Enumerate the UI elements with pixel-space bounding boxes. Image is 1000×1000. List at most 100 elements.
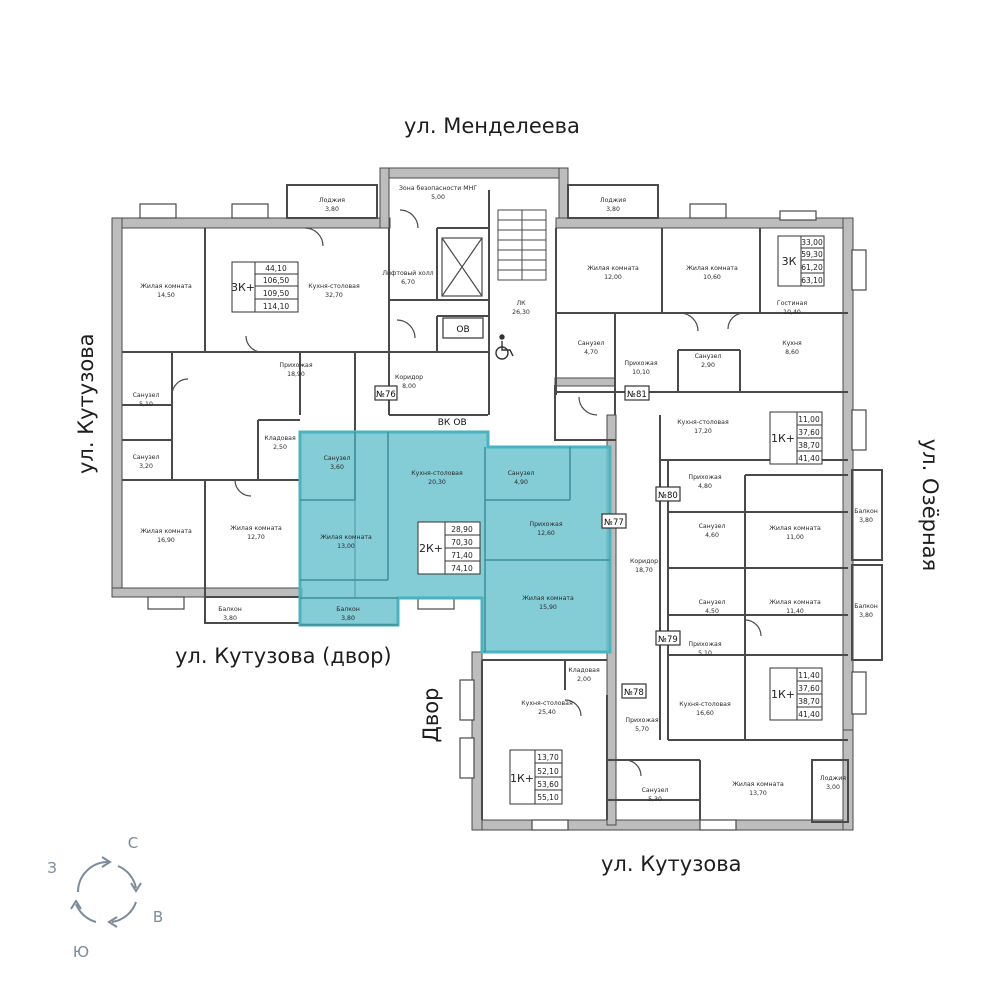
apartment-type: 3К+ [231, 281, 255, 294]
tag-vk: ВК [438, 418, 451, 428]
compass-south: Ю [73, 943, 89, 961]
apartment-area: 38,70 [798, 697, 820, 706]
compass-west: З [47, 859, 57, 877]
room-area: 3,80 [859, 517, 873, 524]
apartment-area: 55,10 [537, 793, 559, 802]
tag-n81: №81 [627, 390, 647, 400]
room-area: 17,20 [694, 428, 712, 435]
room-label: Зона безопасности МНГ [399, 184, 477, 192]
apartment-area: 37,60 [798, 428, 820, 437]
apartment-box-1k-plus-c[interactable] [509, 749, 563, 805]
room-label: Жилая комната [769, 599, 821, 606]
room-label: Жилая комната [686, 265, 738, 272]
apartment-area: 11,00 [798, 415, 820, 424]
room-area: 11,40 [786, 608, 804, 615]
room-label: Кухня-столовая [521, 700, 573, 707]
room-label: Жилая комната [732, 781, 784, 788]
room-label: Прихожая [529, 521, 562, 528]
room-area: 11,00 [786, 534, 804, 541]
room-label: Жилая комната [230, 525, 282, 532]
room-label: Санузел [324, 455, 351, 462]
room-area: 20,30 [428, 479, 446, 486]
room-area: 5,00 [431, 194, 445, 201]
apartment-area: 63,10 [801, 276, 823, 285]
room-area: 12,60 [537, 530, 555, 537]
tag-ob2: ОВ [453, 418, 466, 428]
room-area: 2,90 [701, 362, 715, 369]
room-label: Прихожая [624, 360, 657, 367]
apartment-area: 13,70 [537, 753, 559, 762]
street-right-label: ул. Озёрная [918, 438, 942, 572]
apartment-type: 3К [782, 255, 797, 268]
room-label: Балкон [336, 606, 360, 613]
room-label: Прихожая [688, 474, 721, 481]
apartment-box-1k-plus-b[interactable] [769, 667, 823, 721]
room-area: 2,00 [577, 676, 591, 683]
room-label: Прихожая [279, 362, 312, 369]
apartment-area: 41,40 [798, 710, 820, 719]
room-area: 16,60 [696, 710, 714, 717]
room-label: Кухня-столовая [411, 470, 463, 477]
room-label: Санузел [699, 523, 726, 530]
apartment-area: 114,10 [263, 302, 289, 311]
apartment-box-2k-plus[interactable] [417, 521, 481, 575]
room-label: Прихожая [625, 717, 658, 724]
room-area: 2,50 [273, 444, 287, 451]
room-label: Лоджия [319, 197, 345, 204]
street-left-label: ул. Кутузова [74, 333, 98, 474]
room-area: 18,90 [287, 371, 305, 378]
room-area: 3,80 [223, 615, 237, 622]
room-area: 4,50 [705, 608, 719, 615]
room-area: 10,10 [632, 369, 650, 376]
room-label: Коридор [395, 374, 423, 381]
room-label: Жилая комната [769, 525, 821, 532]
room-label: Санузел [133, 454, 160, 461]
apartment-area: 44,10 [265, 264, 287, 273]
room-label: Жилая комната [140, 528, 192, 535]
room-area: 3,80 [341, 615, 355, 622]
compass-icon [70, 856, 142, 928]
apartment-area: 11,40 [798, 671, 820, 680]
room-area: 15,90 [539, 604, 557, 611]
room-label: Жилая комната [522, 595, 574, 602]
street-courtyard-label: ул. Кутузова (двор) [175, 644, 392, 668]
apartment-box-1k-plus-a[interactable] [769, 411, 823, 465]
room-area: 4,80 [698, 483, 712, 490]
room-label: Кухня [782, 340, 802, 347]
interior-walls [122, 190, 848, 820]
street-top-label: ул. Менделеева [404, 114, 580, 138]
room-area: 14,50 [157, 292, 175, 299]
room-area: 3,00 [826, 784, 840, 791]
room-area: 4,90 [514, 479, 528, 486]
apartment-area: 59,30 [801, 250, 823, 259]
room-label: Балкон [854, 603, 878, 610]
apartment-box-3k[interactable] [777, 235, 825, 287]
apartment-type: 1К+ [771, 688, 795, 701]
room-area: 13,70 [749, 790, 767, 797]
room-area: 6,70 [401, 279, 415, 286]
room-area: 13,00 [337, 543, 355, 550]
apartment-area: 71,40 [451, 551, 473, 560]
apartment-area: 38,70 [798, 441, 820, 450]
compass-north: С [128, 834, 138, 852]
room-label: Санузел [133, 392, 160, 399]
room-label: Кухня-столовая [677, 419, 729, 426]
apartment-area: 33,00 [801, 238, 823, 247]
apartment-type: 1К+ [771, 432, 795, 445]
windows [139, 203, 867, 831]
tag-ob1: ОВ [456, 325, 469, 335]
room-area: 8,60 [785, 349, 799, 356]
room-area: 4,60 [705, 532, 719, 539]
room-label: Кухня-столовая [308, 283, 360, 290]
tag-n77: №77 [604, 518, 624, 528]
apartment-box-3k-plus[interactable] [231, 261, 299, 313]
apartment-area: 52,10 [537, 767, 559, 776]
apartment-area: 37,60 [798, 684, 820, 693]
tag-n79: №79 [658, 635, 678, 645]
room-area: 3,20 [139, 463, 153, 470]
apartment-area: 106,50 [263, 276, 289, 285]
room-area: 3,80 [859, 612, 873, 619]
